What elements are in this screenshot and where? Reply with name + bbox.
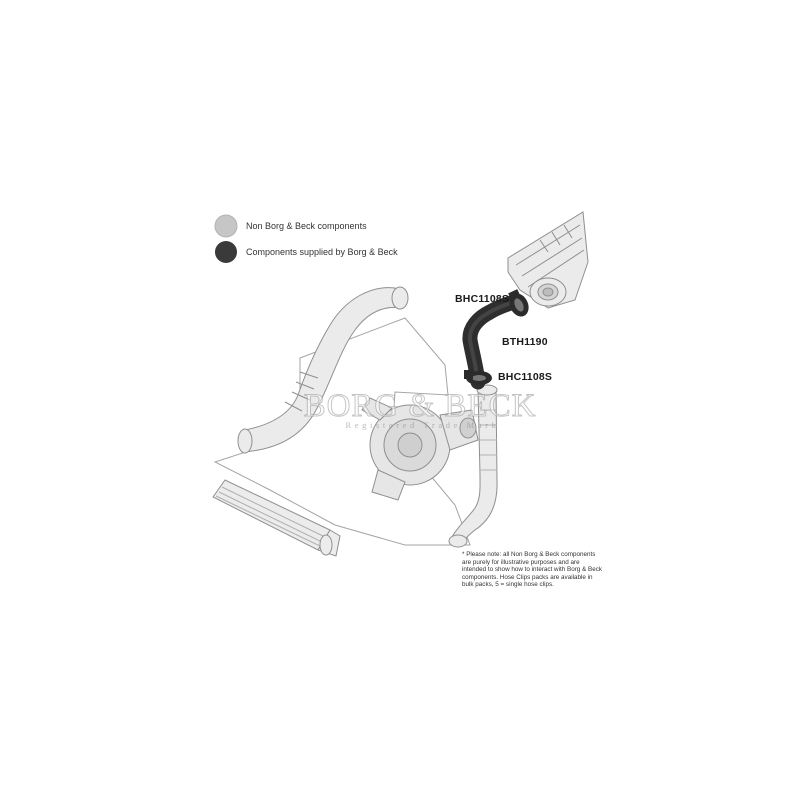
upper-intercooler-hose [237,286,409,454]
legend-non-bb-dot [214,214,238,238]
part-label-clip-top: BHC1108S [455,293,510,305]
legend-bb-dot [215,241,237,263]
intercooler [212,479,341,557]
legend-bb-label: Components supplied by Borg & Beck [246,247,398,257]
intake-manifold [507,211,589,309]
part-label-hose: BTH1190 [502,336,548,348]
turbocharger [361,397,479,501]
bhc1108s-top-clip [508,289,529,317]
legend-non-bb-label: Non Borg & Beck components [246,221,367,231]
lower-intercooler-hose [448,384,498,548]
bth1190-hose [462,294,522,390]
disclaimer-note: * Please note: all Non Borg & Beck compo… [462,551,603,589]
bhc1108s-bottom-clip [464,370,492,385]
part-label-clip-bottom: BHC1108S [498,371,553,383]
